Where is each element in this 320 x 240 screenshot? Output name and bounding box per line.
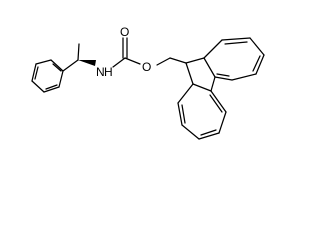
stereo-wedge-bond: [78, 60, 96, 66]
nitrogen-hydrogen-label: H: [104, 65, 113, 79]
ester-o-to-ch2-bond: [156, 57, 171, 66]
methyl-bond: [77, 43, 80, 61]
nitrogen-label: N: [96, 65, 105, 79]
carbonyl-to-ester-o-bond: [124, 57, 141, 65]
phenyl-ring: [31, 59, 64, 93]
fluorene-upper-ring: [203, 37, 265, 81]
carbonyl-oxygen-label: O: [120, 25, 129, 39]
carbamate-group: [112, 37, 187, 68]
chiral-center: [62, 43, 96, 72]
fluorene-lower-ring: [177, 83, 227, 140]
ch2-to-c9-bond: [169, 57, 187, 64]
ring-to-chiral-bond: [62, 59, 79, 72]
fluorene-five-ring: [185, 57, 216, 92]
n-to-carbonyl-bond: [112, 57, 126, 68]
molecule-structure: N H O O: [31, 25, 265, 140]
ester-oxygen-label: O: [142, 60, 151, 74]
